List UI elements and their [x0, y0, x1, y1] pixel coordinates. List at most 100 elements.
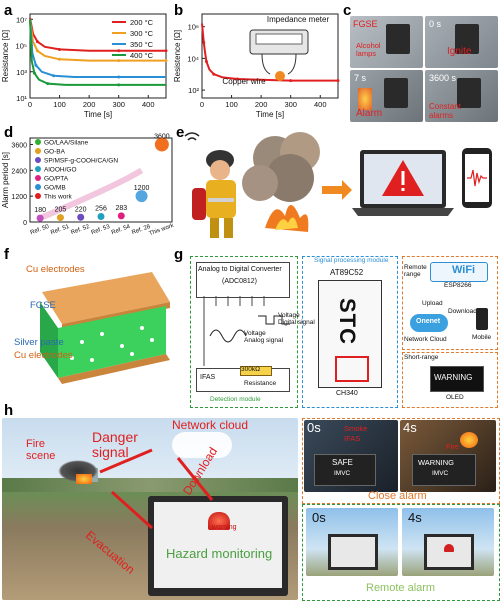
imvc-lcd: IMVC: [334, 470, 351, 477]
y-tick-label: 10³: [16, 68, 27, 77]
data-point: [77, 213, 85, 221]
foam-texture: [70, 326, 154, 362]
legend-swatch: [35, 139, 41, 145]
oled-label: OLED: [446, 394, 464, 401]
digital-wave-icon: [258, 315, 290, 325]
x-tick-label: 400: [314, 100, 327, 109]
flame-icon: [275, 71, 285, 81]
data-label: 283: [115, 205, 127, 212]
x-tick-label: This work: [148, 223, 175, 238]
remote-range-box: [402, 256, 498, 350]
screen-warning-text: warning: [212, 524, 237, 531]
flame-icon: [358, 88, 372, 110]
data-point: [202, 41, 206, 45]
y-tick-label: 1200: [11, 194, 27, 201]
y-axis-title: Resistance [Ω]: [1, 30, 10, 82]
signal-processing-box: [302, 256, 398, 408]
legend-label: 400 °C: [130, 51, 154, 60]
plot-frame: [201, 13, 339, 99]
arrow-icon: [110, 490, 154, 530]
fgse-label: FGSE: [353, 19, 378, 29]
panel-label-b: b: [174, 2, 184, 19]
constant-alarms-label: Constant alarms: [429, 102, 462, 120]
x-axis-title: Time [s]: [256, 110, 284, 119]
trend-arrow: [38, 167, 144, 221]
x-tick-label: 0: [28, 100, 32, 109]
x-tick-label: 400: [142, 100, 155, 109]
data-point: [97, 212, 105, 220]
remote-alarm-label: Remote alarm: [366, 582, 436, 594]
detection-module-label: Detection module: [210, 396, 261, 403]
laptop-screen: [427, 537, 471, 567]
impedance-meter-label: Impedance meter: [267, 15, 330, 24]
network-cloud-label: Network cloud: [172, 418, 249, 432]
legend-label: 350 °C: [130, 40, 154, 49]
resistance-label: Resistance: [244, 380, 277, 387]
data-point: [32, 71, 36, 75]
arrow-icon: [176, 457, 214, 501]
hazard-monitoring-label: Hazard monitoring: [166, 546, 273, 561]
y-tick-label: 10⁵: [16, 42, 27, 51]
data-point: [52, 74, 56, 78]
data-point: [289, 79, 293, 83]
fgse-label: FGSE: [30, 300, 56, 311]
siren-icon: [444, 544, 454, 552]
y-tick-label: 3600: [11, 142, 27, 149]
close-time-0s: 0s: [307, 420, 321, 435]
y-tick-label: 10²: [188, 86, 199, 95]
x-tick-label: 100: [225, 100, 238, 109]
data-point: [164, 59, 168, 63]
data-label: 256: [95, 205, 107, 212]
panel-label-d: d: [4, 124, 14, 141]
legend-swatch: [35, 148, 41, 154]
photo-fgse-lamps: FGSE Alcohol lamps: [350, 16, 423, 68]
lcd-display-icon: [412, 454, 476, 486]
data-point: [204, 60, 208, 64]
data-point: [117, 212, 125, 220]
warning-lcd: WARNING: [418, 458, 454, 467]
data-point: [117, 83, 121, 87]
resistor-value: 300kΩ: [241, 366, 260, 373]
data-point: [34, 63, 38, 67]
photo-alarm: 7 s Alarm: [350, 70, 423, 122]
esp-label: ESP8266: [444, 282, 472, 289]
cloud-icon: [172, 432, 232, 458]
resistor-icon: [240, 366, 272, 376]
copper-wire-icon: [261, 53, 297, 75]
data-point: [336, 79, 340, 83]
adc-waveforms: [203, 296, 290, 366]
remote-range-label: Remote range: [404, 264, 427, 278]
stc-label: STC: [335, 298, 360, 345]
data-point: [58, 57, 62, 61]
data-label: 3600: [154, 133, 170, 140]
wifi-module-icon: [430, 262, 488, 282]
upload-label: Upload: [422, 300, 443, 307]
x-tick-label: Ref. 51: [50, 224, 71, 236]
meter-display: [255, 33, 303, 45]
flow-arrows: [99, 448, 214, 530]
y-tick-label: 10⁶: [188, 23, 199, 32]
data-point: [212, 72, 216, 76]
panel-label-g: g: [174, 246, 184, 263]
fire-scene-label: Fire scene: [26, 438, 56, 462]
voltage-digital-label: Voltage Digital signal: [278, 312, 315, 326]
wifi-label: WiFi: [452, 264, 476, 276]
arrow-right-icon: [322, 180, 352, 200]
x-tick-label: 100: [53, 100, 66, 109]
cu-electrode-bottom: [58, 354, 170, 384]
alcohol-lamps-label: Alcohol lamps: [356, 41, 381, 58]
smoke-cloud-icon: [242, 132, 320, 202]
photo-remote-0s: 0s: [306, 508, 398, 576]
fire-icon: [460, 432, 478, 448]
adc-model: (ADC0812): [222, 278, 258, 285]
ifas-label: IFAS: [200, 374, 216, 381]
close-time-4s: 4s: [403, 420, 417, 435]
data-point: [164, 49, 168, 53]
data-point: [36, 214, 44, 222]
legend-label: AlOOH/GO: [44, 167, 77, 174]
legend-label: GO-BA: [44, 149, 66, 156]
fire-icon: [265, 204, 309, 232]
adc-label: Analog to Digital Converter: [198, 266, 282, 273]
